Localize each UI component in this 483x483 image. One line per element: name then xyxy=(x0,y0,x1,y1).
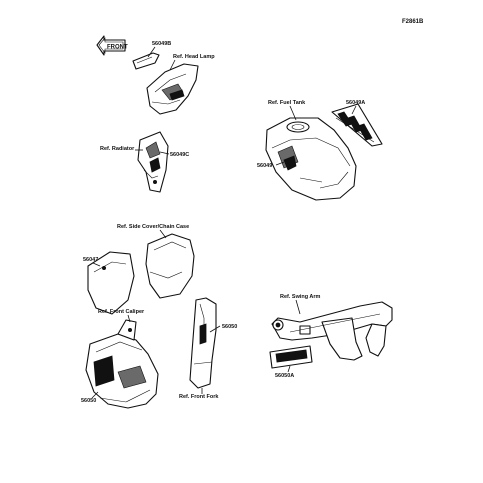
decal-56047 xyxy=(87,251,135,315)
leader-swing-arm xyxy=(295,299,301,315)
head-lamp-cover xyxy=(146,63,199,115)
leader-56050-caliper xyxy=(91,391,99,399)
front-caliper-guard xyxy=(85,319,159,409)
label-ref-radiator: Ref. Radiator xyxy=(100,146,135,152)
label-ref-swing-arm: Ref. Swing Arm xyxy=(280,294,321,300)
side-cover xyxy=(145,233,195,299)
leader-56049b xyxy=(147,46,156,58)
label-ref-front-caliper: Ref. Front Caliper xyxy=(98,309,145,315)
swing-arm xyxy=(271,301,393,361)
leader-56049 xyxy=(275,161,285,166)
label-56047: 56047 xyxy=(83,257,98,263)
label-56049: 56049 xyxy=(257,163,272,169)
decal-56049b xyxy=(132,52,160,70)
leader-56047 xyxy=(92,262,101,267)
leader-56049c xyxy=(159,151,170,155)
leader-front-caliper xyxy=(127,314,131,323)
leader-56050a xyxy=(287,365,291,373)
leader-56049a xyxy=(351,105,357,115)
label-56049a: 56049A xyxy=(346,100,365,106)
decal-56050a xyxy=(269,345,313,369)
label-56049b: 56049B xyxy=(152,41,171,47)
front-arrow-decal: FRONT xyxy=(96,35,128,56)
label-ref-front-fork: Ref. Front Fork xyxy=(179,394,219,400)
radiator-shroud xyxy=(137,131,169,193)
label-56050-caliper: 56050 xyxy=(81,398,96,404)
label-ref-fuel-tank: Ref. Fuel Tank xyxy=(268,100,306,106)
label-56050a: 56050A xyxy=(275,373,294,379)
label-56049c: 56049C xyxy=(170,152,189,158)
leader-side-cover xyxy=(159,229,167,239)
figure-code: F2861B xyxy=(402,19,424,25)
decal-56049a xyxy=(331,103,383,147)
fuel-tank xyxy=(265,117,357,201)
label-56050-fork: 56050 xyxy=(222,324,237,330)
label-ref-side-cover: Ref. Side Cover/Chain Case xyxy=(117,224,189,230)
front-fork-guard xyxy=(189,297,217,389)
front-arrow-text: FRONT xyxy=(107,45,128,51)
leader-head-lamp xyxy=(169,59,176,71)
leader-56050-fork xyxy=(209,325,221,333)
leader-fuel-tank xyxy=(289,105,297,121)
label-ref-head-lamp: Ref. Head Lamp xyxy=(173,54,215,60)
